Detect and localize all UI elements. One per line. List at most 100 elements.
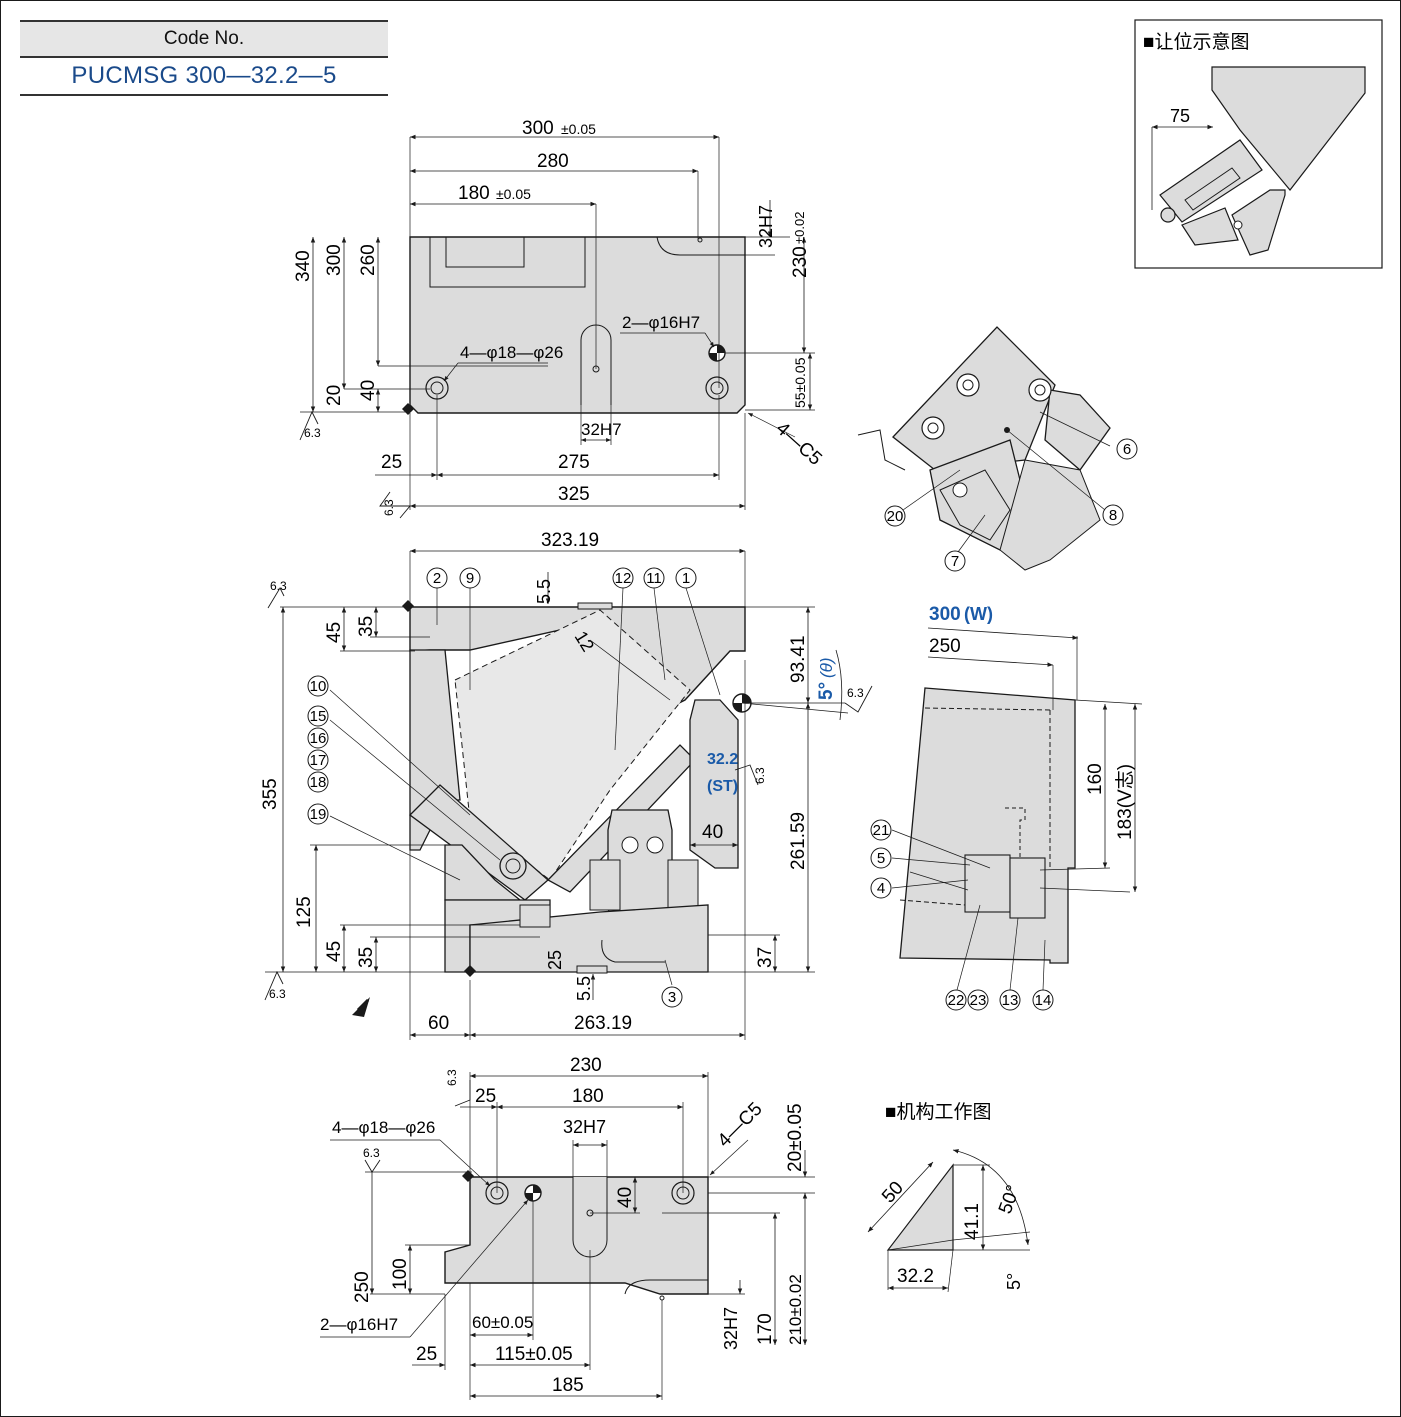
rough-front-3: 6.3	[847, 686, 864, 700]
balloon-layer: 2 9 12 11 1 10 15 16 17 18 19 3 6 8 20 7…	[307, 438, 1138, 1011]
rough-front-1: 6.3	[270, 579, 287, 593]
balloon-21: 21	[870, 819, 892, 841]
svg-text:10: 10	[310, 678, 327, 695]
dim-230-bottom: 230	[570, 1055, 602, 1076]
mechanism-diagram: ■机构工作图 50 41.1 50° 5° 32.2	[867, 1101, 1031, 1293]
dim-25-front: 25	[545, 950, 565, 970]
dim-125: 125	[294, 896, 315, 928]
balloon-12: 12	[612, 567, 634, 589]
dim-100: 100	[390, 1258, 411, 1290]
svg-text:17: 17	[310, 752, 327, 769]
svg-text:11: 11	[646, 570, 662, 587]
dim-340: 340	[293, 250, 314, 282]
dim-325: 325	[558, 484, 590, 505]
stroke-value: 32.2	[707, 751, 738, 768]
rough-top-1: 6.3	[304, 426, 321, 440]
dim-180-bottom: 180	[572, 1086, 604, 1107]
dim-45-bottom: 45	[324, 941, 345, 962]
dim-300w: 300	[929, 604, 961, 625]
rough-front-2: 6.3	[269, 987, 286, 1001]
dim-183: 183(V志)	[1114, 764, 1136, 840]
dim-25-top: 25	[381, 452, 402, 473]
dim-55b: 5.5	[574, 976, 594, 1001]
balloon-17: 17	[307, 749, 329, 771]
dim-260: 260	[358, 244, 379, 276]
dim-60-bottom: 60±0.05	[472, 1313, 533, 1332]
top-view: 300 ±0.05 280 180 ±0.05 340 300 260 40 2…	[293, 118, 826, 519]
balloon-13: 13	[999, 989, 1021, 1011]
svg-text:21: 21	[873, 822, 890, 839]
code-label: Code No.	[20, 20, 388, 58]
svg-text:13: 13	[1002, 992, 1019, 1009]
balloon-9: 9	[459, 567, 481, 589]
tol-230: ±0.02	[792, 212, 807, 244]
dim-180: 180	[458, 183, 490, 204]
balloon-1: 1	[675, 567, 697, 589]
rough-bottom-2: 6.3	[363, 1146, 380, 1160]
balloon-7: 7	[944, 550, 966, 572]
balloon-4: 4	[870, 877, 892, 899]
dim-40-front: 40	[702, 822, 723, 843]
code-box: Code No. PUCMSG 300—32.2—5	[20, 20, 388, 96]
dim-20-bottom: 20±0.05	[785, 1103, 806, 1172]
svg-text:22: 22	[948, 992, 965, 1009]
balloon-23: 23	[967, 989, 989, 1011]
svg-text:2: 2	[433, 570, 441, 587]
svg-text:15: 15	[310, 708, 327, 725]
chamfer-4c5: 4—C5	[772, 418, 826, 470]
dim-250: 250	[352, 1271, 373, 1303]
code-value[interactable]: PUCMSG 300—32.2—5	[20, 58, 388, 96]
dim-60-front: 60	[428, 1013, 449, 1034]
inset-dim-75: 75	[1170, 106, 1190, 126]
rough-top-2: 6.3	[382, 499, 396, 516]
front-view: 323.19 5.5 12 355 6.3 45 35 125 45 35 6.…	[260, 530, 873, 1040]
dim-32h7-bottom-v: 32H7	[721, 1307, 741, 1350]
dim-35-top: 35	[356, 616, 377, 637]
angle-5deg: 5°	[816, 682, 837, 700]
angle-theta: (θ)	[817, 657, 836, 678]
tol-180: ±0.05	[496, 186, 531, 202]
svg-text:4: 4	[877, 880, 885, 897]
tol-300: ±0.05	[561, 121, 596, 137]
balloon-15: 15	[307, 705, 329, 727]
dim-210: 210±0.02	[786, 1274, 805, 1345]
dim-55: 55±0.05	[792, 357, 808, 408]
balloon-8: 8	[1102, 504, 1124, 526]
mech-title: ■机构工作图	[885, 1101, 991, 1123]
svg-text:14: 14	[1035, 992, 1052, 1009]
balloon-10: 10	[307, 675, 329, 697]
dim-230: 230	[790, 246, 811, 278]
dim-55a: 5.5	[534, 579, 554, 604]
dim-115: 115±0.05	[495, 1344, 573, 1365]
dim-170: 170	[755, 1313, 776, 1345]
svg-text:1: 1	[682, 570, 690, 587]
dim-185: 185	[552, 1375, 584, 1396]
svg-text:19: 19	[310, 806, 327, 823]
balloon-14: 14	[1032, 989, 1054, 1011]
mech-side-50: 50	[878, 1178, 908, 1208]
label-2-phi16h7: 2—φ16H7	[622, 313, 700, 332]
dim-275: 275	[558, 452, 590, 473]
svg-text:18: 18	[310, 774, 327, 791]
label-4-phi18: 4—φ18—φ26	[460, 343, 563, 362]
inset-clearance-diagram: ■让位示意图 75	[1134, 19, 1383, 269]
balloon-22: 22	[945, 989, 967, 1011]
dim-40: 40	[358, 380, 379, 401]
dim-280: 280	[537, 151, 569, 172]
dim-35-bottom: 35	[356, 947, 377, 968]
dim-25-bottom: 25	[475, 1086, 496, 1107]
svg-text:5: 5	[877, 850, 885, 867]
mech-base: 32.2	[897, 1266, 934, 1287]
dim-300v: 300	[324, 244, 345, 276]
dim-26159: 261.59	[788, 812, 809, 870]
dim-32h7-right: 32H7	[756, 205, 776, 248]
balloon-3: 3	[661, 986, 683, 1008]
dim-300: 300	[522, 118, 554, 139]
dim-32319: 323.19	[541, 530, 599, 551]
svg-text:3: 3	[668, 989, 676, 1006]
rough-bottom-1: 6.3	[445, 1069, 459, 1086]
side-view: 300 (W) 250 160 183(V志)	[891, 604, 1143, 991]
label-2-phi16h7-bottom: 2—φ16H7	[320, 1315, 398, 1334]
dim-37: 37	[755, 947, 776, 968]
